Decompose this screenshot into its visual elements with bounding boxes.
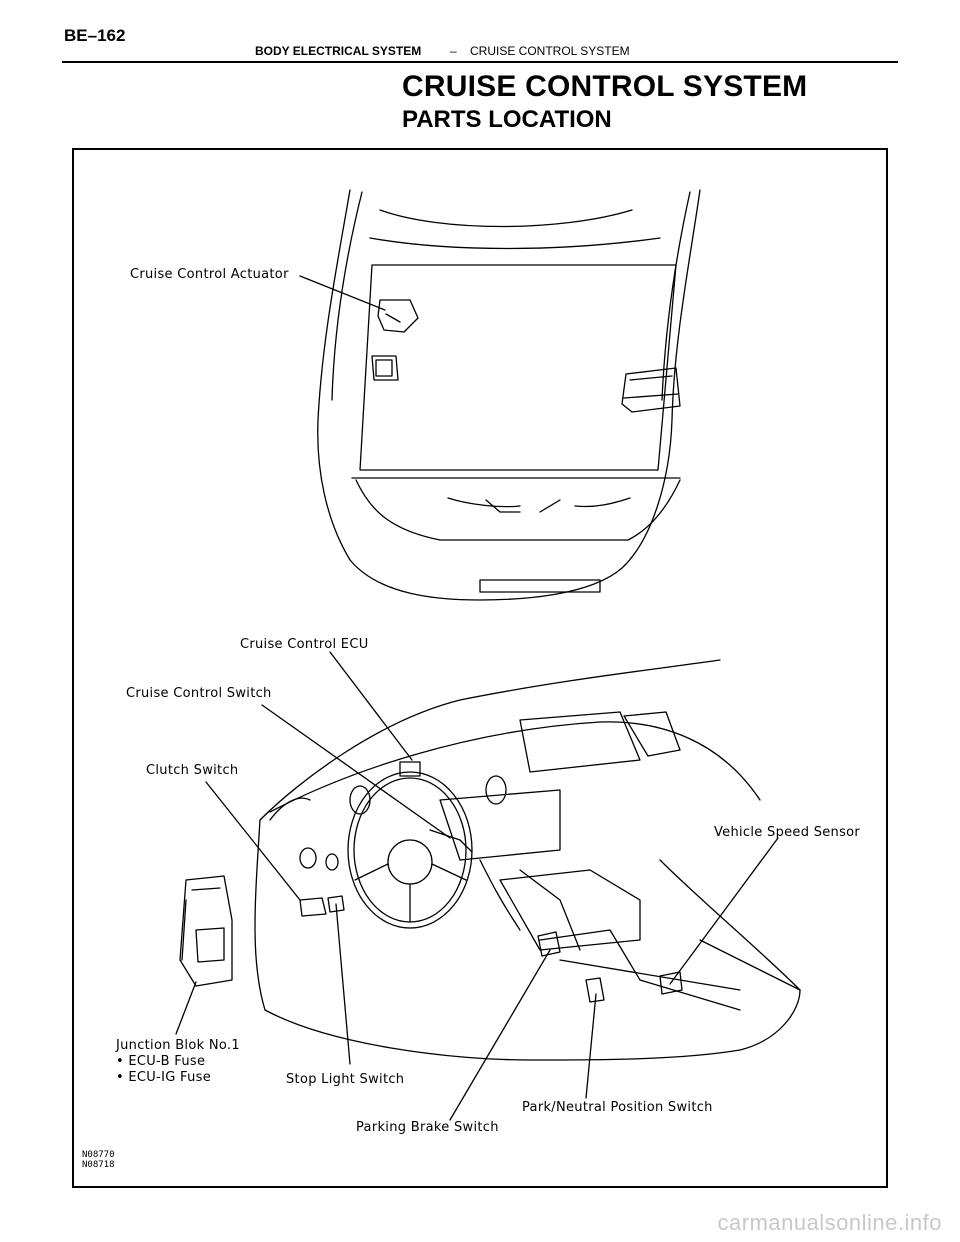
label-cruise-control-switch: Cruise Control Switch [126,686,272,701]
main-title: CRUISE CONTROL SYSTEM [402,70,808,103]
header-rule [62,61,898,63]
label-cruise-control-ecu: Cruise Control ECU [240,637,369,652]
section-title: BODY ELECTRICAL SYSTEM [255,44,422,58]
section-separator: – [450,44,457,58]
page-number: BE–162 [64,26,126,45]
dashboard-drawing [179,659,801,1061]
subsection-title: CRUISE CONTROL SYSTEM [470,44,630,58]
label-junction-block: Junction Blok No.1 [116,1038,240,1053]
figure-code-1: N08770 [82,1150,115,1160]
label-stop-light-switch: Stop Light Switch [286,1072,405,1087]
label-clutch-switch: Clutch Switch [146,763,239,778]
figure-frame [72,148,888,1188]
figure-code: N08770 N08718 [82,1150,115,1170]
label-ecu-b-fuse: • ECU-B Fuse [116,1054,206,1069]
label-park-neutral-switch: Park/Neutral Position Switch [522,1100,713,1115]
footer-watermark: carmanualsonline.info [717,1210,942,1235]
figure-code-2: N08718 [82,1160,115,1170]
engine-bay-drawing [317,189,701,601]
label-parking-brake-switch: Parking Brake Switch [356,1120,499,1135]
sub-title: PARTS LOCATION [402,106,612,133]
label-ecu-ig-fuse: • ECU-IG Fuse [116,1070,212,1085]
label-cruise-control-actuator: Cruise Control Actuator [130,267,289,282]
label-vehicle-speed-sensor: Vehicle Speed Sensor [714,825,861,840]
